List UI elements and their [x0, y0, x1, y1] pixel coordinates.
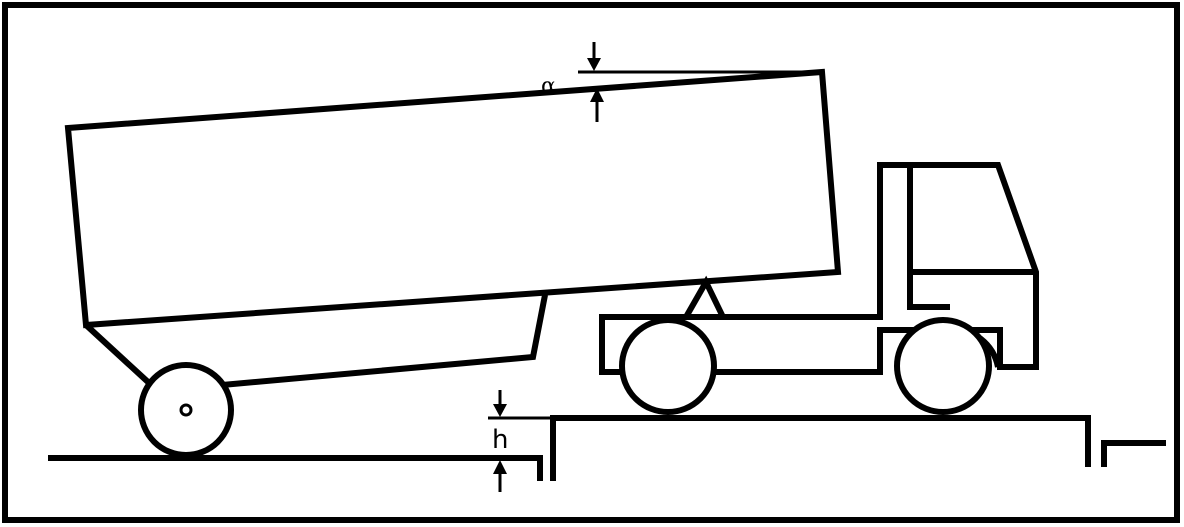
height-label: h	[492, 425, 508, 455]
angle-arrow-top-head	[587, 58, 601, 71]
ground-left	[48, 455, 543, 481]
angle-arrow-bottom-head	[590, 88, 604, 102]
trailer-chassis	[221, 294, 548, 388]
angle-label: α	[541, 74, 556, 99]
height-arrow-bottom-head	[493, 460, 507, 474]
ground-right	[1101, 440, 1166, 467]
trailer-wheel	[138, 362, 234, 458]
tractor-chassis	[599, 162, 1039, 375]
trailer-wheel-hub	[179, 403, 193, 417]
tractor-rear-wheel	[894, 317, 992, 415]
fifth-wheel-coupling	[683, 275, 726, 319]
raised-platform	[550, 415, 1091, 481]
trailer-body	[64, 68, 842, 329]
cab-door-line	[907, 272, 950, 310]
tractor-front-wheel	[619, 317, 717, 415]
height-arrow-top-head	[493, 404, 507, 417]
trailer-front-strut	[83, 322, 151, 385]
